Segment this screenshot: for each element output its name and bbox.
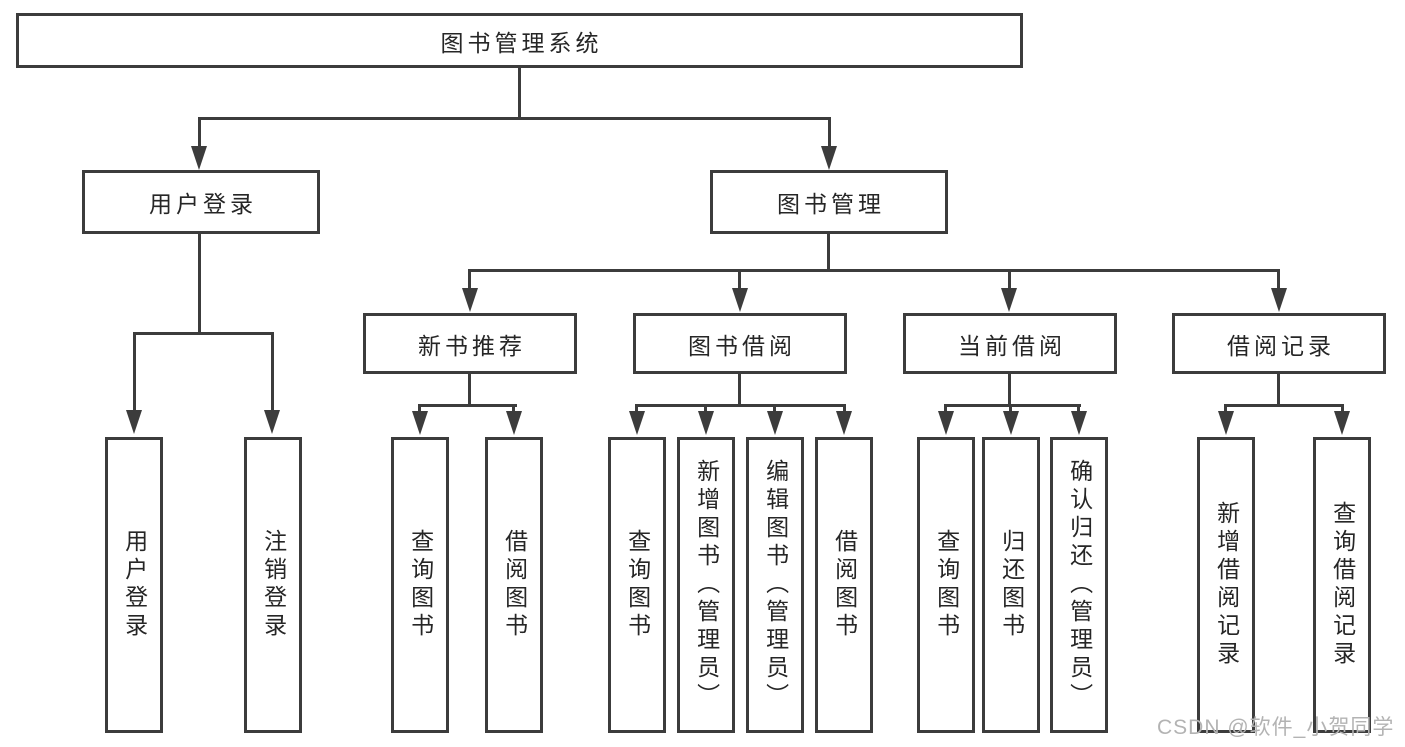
leaf-borrow-books-borrow-label: 借阅图书 [831, 529, 858, 641]
leaf-borrow-books-newbook-label: 借阅图书 [501, 529, 528, 641]
leaf-query-borrow-record: 查询借阅记录 [1313, 437, 1371, 733]
leaf-user-login-label: 用户登录 [121, 529, 148, 641]
leaf-query-books-borrow: 查询图书 [608, 437, 666, 733]
connector-v-line [1277, 374, 1280, 406]
arrow-down-icon [821, 146, 837, 170]
connector-v-line [1077, 404, 1080, 416]
arrow-down-icon [836, 411, 852, 435]
connector-v-line [1009, 404, 1012, 416]
connector-v-line [418, 404, 421, 416]
arrow-down-icon [1003, 411, 1019, 435]
leaf-add-borrow-record-label: 新增借阅记录 [1213, 501, 1240, 669]
connector-v-line [773, 404, 776, 416]
leaf-edit-book-admin-label: 编辑图书（管理员） [762, 459, 789, 711]
connector-v-line [944, 404, 947, 416]
connector-v-line [1341, 404, 1344, 416]
leaf-add-borrow-record: 新增借阅记录 [1197, 437, 1255, 733]
connector-v-line [1008, 269, 1011, 291]
connector-v-line [133, 332, 136, 412]
watermark: CSDN @软件_小贺同学 [1157, 716, 1395, 739]
leaf-confirm-return-admin-label: 确认归还（管理员） [1066, 459, 1093, 711]
node-current-borrowing: 当前借阅 [903, 313, 1117, 374]
leaf-add-book-admin: 新增图书（管理员） [677, 437, 735, 733]
arrow-down-icon [412, 411, 428, 435]
connector-h-line [418, 404, 517, 407]
connector-v-line [468, 269, 471, 291]
arrow-down-icon [1271, 288, 1287, 312]
connector-v-line [271, 332, 274, 412]
arrow-down-icon [698, 411, 714, 435]
node-book-borrowing-label: 图书借阅 [688, 332, 796, 359]
node-user-login-label: 用户登录 [149, 191, 257, 217]
connector-v-line [1277, 269, 1280, 291]
arrow-down-icon [462, 288, 478, 312]
connector-h-line [635, 404, 846, 407]
arrow-down-icon [126, 410, 142, 434]
leaf-user-login: 用户登录 [105, 437, 163, 733]
connector-h-line [133, 332, 274, 335]
connector-v-line [827, 234, 830, 272]
connector-v-line [468, 374, 471, 406]
arrow-down-icon [264, 410, 280, 434]
connector-v-line [1008, 374, 1011, 406]
leaf-borrow-books-borrow: 借阅图书 [815, 437, 873, 733]
node-root: 图书管理系统 [16, 13, 1023, 68]
leaf-query-books-newbook-label: 查询图书 [407, 529, 434, 641]
leaf-logout-label: 注销登录 [260, 529, 287, 641]
connector-h-line [198, 117, 831, 120]
connector-v-line [512, 404, 515, 416]
connector-v-line [198, 117, 201, 149]
leaf-query-books-current: 查询图书 [917, 437, 975, 733]
arrow-down-icon [629, 411, 645, 435]
connector-v-line [738, 374, 741, 406]
node-new-book-recommend-label: 新书推荐 [418, 332, 526, 359]
arrow-down-icon [1334, 411, 1350, 435]
arrow-down-icon [938, 411, 954, 435]
leaf-logout: 注销登录 [244, 437, 302, 733]
connector-v-line [635, 404, 638, 416]
connector-v-line [198, 234, 201, 335]
leaf-return-books-label: 归还图书 [998, 529, 1025, 641]
leaf-query-books-borrow-label: 查询图书 [624, 529, 651, 641]
arrow-down-icon [767, 411, 783, 435]
node-book-borrowing: 图书借阅 [633, 313, 847, 374]
connector-v-line [518, 68, 521, 119]
node-new-book-recommend: 新书推荐 [363, 313, 577, 374]
connector-h-line [944, 404, 1081, 407]
arrow-down-icon [506, 411, 522, 435]
connector-v-line [704, 404, 707, 416]
connector-v-line [843, 404, 846, 416]
connector-h-line [1224, 404, 1344, 407]
node-current-borrowing-label: 当前借阅 [958, 332, 1066, 359]
arrow-down-icon [732, 288, 748, 312]
connector-h-line [468, 269, 1280, 272]
arrow-down-icon [1071, 411, 1087, 435]
leaf-confirm-return-admin: 确认归还（管理员） [1050, 437, 1108, 733]
arrow-down-icon [1001, 288, 1017, 312]
leaf-query-books-current-label: 查询图书 [933, 529, 960, 641]
leaf-query-borrow-record-label: 查询借阅记录 [1329, 501, 1356, 669]
leaf-add-book-admin-label: 新增图书（管理员） [693, 459, 720, 711]
leaf-query-books-newbook: 查询图书 [391, 437, 449, 733]
node-user-login: 用户登录 [82, 170, 320, 234]
node-borrowing-records: 借阅记录 [1172, 313, 1386, 374]
arrow-down-icon [191, 146, 207, 170]
connector-v-line [1224, 404, 1227, 416]
leaf-borrow-books-newbook: 借阅图书 [485, 437, 543, 733]
node-borrowing-records-label: 借阅记录 [1227, 332, 1335, 359]
connector-v-line [738, 269, 741, 291]
leaf-return-books: 归还图书 [982, 437, 1040, 733]
leaf-edit-book-admin: 编辑图书（管理员） [746, 437, 804, 733]
node-book-management: 图书管理 [710, 170, 948, 234]
connector-v-line [828, 117, 831, 149]
arrow-down-icon [1218, 411, 1234, 435]
node-root-label: 图书管理系统 [440, 29, 603, 56]
node-book-management-label: 图书管理 [777, 191, 885, 217]
